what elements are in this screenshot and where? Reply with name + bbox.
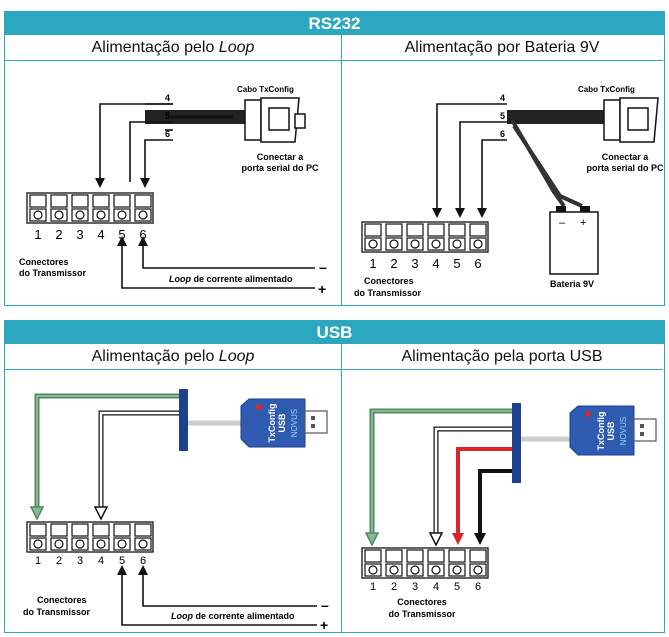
- usb-port-subtitle: Alimentação pela porta USB: [341, 344, 663, 370]
- usb-loop-diagram: TxConfig USB NOVUS 1 2 3 4 5 6 Conectore…: [23, 389, 329, 633]
- minus-sign: –: [321, 597, 329, 613]
- brand-logo: NOVUS: [290, 409, 299, 437]
- loop-plus-line: [121, 571, 317, 626]
- terminal-5: 5: [118, 227, 125, 242]
- battery-plus: +: [580, 217, 586, 229]
- terminal-3: 3: [411, 256, 418, 271]
- device-usb: USB: [277, 413, 287, 433]
- wire-label-5: 5: [500, 111, 505, 121]
- connectors-label-2: do Transmissor: [19, 268, 87, 278]
- terminal-6: 6: [139, 227, 146, 242]
- terminal-block: [26, 192, 154, 224]
- terminal-6: 6: [140, 555, 146, 567]
- device-name: TxConfig: [267, 404, 277, 443]
- connector-bar: [512, 403, 521, 483]
- usb-loop-subtitle: Alimentação pelo Loop: [5, 344, 341, 370]
- rs232-loop-diagram: 4 5 6 Cabo TxConfig Conectar a porta ser…: [19, 85, 327, 297]
- battery-label: Bateria 9V: [550, 279, 594, 289]
- terminal-5: 5: [454, 581, 460, 593]
- wire-label-5: 5: [165, 111, 170, 121]
- db9-connector-icon: [244, 97, 306, 143]
- terminal-6: 6: [475, 581, 481, 593]
- usb-port-diagram: TxConfig USB NOVUS 1 2 3 4 5 6 Conectore…: [361, 403, 657, 619]
- device-name: TxConfig: [596, 412, 606, 451]
- wire-label-4: 4: [165, 93, 170, 103]
- wire-6: [481, 139, 507, 212]
- rs232-battery-diagram: 4 5 6 Cabo TxConfig Conectar a porta ser…: [354, 85, 664, 298]
- loop-minus-line: [142, 242, 315, 269]
- terminal-4: 4: [433, 581, 439, 593]
- terminal-4: 4: [432, 256, 439, 271]
- wire-label-6: 6: [165, 129, 170, 139]
- terminal-6: 6: [474, 256, 481, 271]
- terminal-3: 3: [77, 555, 83, 567]
- wire-6: [144, 139, 173, 182]
- terminal-5: 5: [453, 256, 460, 271]
- rs232-panel: RS232 Alimentação pelo Loop Alimentação …: [4, 11, 665, 306]
- usb-divider: [341, 344, 342, 632]
- brand-logo: NOVUS: [619, 417, 628, 445]
- terminal-1: 1: [369, 256, 376, 271]
- wire-label-4: 4: [500, 93, 505, 103]
- terminal-3: 3: [412, 581, 418, 593]
- connectors-label-2: do Transmissor: [23, 607, 91, 617]
- terminal-3: 3: [76, 227, 83, 242]
- connect-label-1: Conectar a: [602, 152, 650, 162]
- terminal-2: 2: [55, 227, 62, 242]
- terminal-2: 2: [391, 581, 397, 593]
- terminal-4: 4: [97, 227, 104, 242]
- terminal-2: 2: [390, 256, 397, 271]
- rs232-title: RS232: [5, 12, 664, 35]
- loop-minus-line: [142, 571, 317, 607]
- usb-device-icon: [569, 405, 657, 456]
- battery-minus: –: [559, 217, 566, 229]
- usb-title: USB: [5, 321, 664, 344]
- wire-label-6: 6: [500, 129, 505, 139]
- loop-label: Loop de corrente alimentado: [169, 274, 293, 284]
- device-usb: USB: [606, 421, 616, 441]
- terminal-1: 1: [35, 555, 41, 567]
- terminal-2: 2: [56, 555, 62, 567]
- terminal-block: [361, 221, 489, 253]
- white-wire: [433, 426, 512, 535]
- usb-panel: USB Alimentação pelo Loop Alimentação pe…: [4, 320, 665, 633]
- red-wire: [456, 447, 512, 537]
- terminal-5: 5: [119, 555, 125, 567]
- cable-label: Cabo TxConfig: [237, 85, 294, 94]
- connectors-label-1: Conectores: [37, 595, 87, 605]
- terminal-1: 1: [34, 227, 41, 242]
- connectors-label-1: Conectores: [364, 276, 414, 286]
- connectors-label-1: Conectores: [397, 597, 447, 607]
- cable-bundle: [507, 110, 607, 124]
- cable-label: Cabo TxConfig: [578, 85, 635, 94]
- terminal-4: 4: [98, 555, 104, 567]
- plus-sign: +: [320, 617, 328, 633]
- white-wire: [98, 410, 180, 509]
- battery-icon: [549, 206, 599, 275]
- connectors-label-2: do Transmissor: [388, 609, 456, 619]
- loop-label: Loop de corrente alimentado: [171, 611, 295, 621]
- terminal-1: 1: [370, 581, 376, 593]
- terminal-block: [26, 521, 154, 553]
- wire-5: [459, 121, 507, 212]
- connectors-label-1: Conectores: [19, 257, 69, 267]
- wire-5: [129, 121, 173, 182]
- connector-bar: [179, 389, 188, 451]
- connectors-label-2: do Transmissor: [354, 288, 422, 298]
- rs232-battery-subtitle: Alimentação por Bateria 9V: [341, 35, 663, 61]
- minus-sign: –: [319, 259, 327, 275]
- connect-label-1: Conectar a: [257, 152, 305, 162]
- db9-connector-icon: [603, 97, 659, 143]
- loop-plus-line: [121, 242, 315, 289]
- rs232-divider: [341, 35, 342, 305]
- wire-4: [436, 103, 507, 212]
- usb-device-icon: [240, 398, 328, 448]
- terminal-block: [361, 547, 489, 579]
- black-wire: [478, 469, 512, 537]
- rs232-loop-subtitle: Alimentação pelo Loop: [5, 35, 341, 61]
- connect-label-2: porta serial do PC: [586, 163, 664, 173]
- plus-sign: +: [318, 281, 326, 297]
- connect-label-2: porta serial do PC: [241, 163, 319, 173]
